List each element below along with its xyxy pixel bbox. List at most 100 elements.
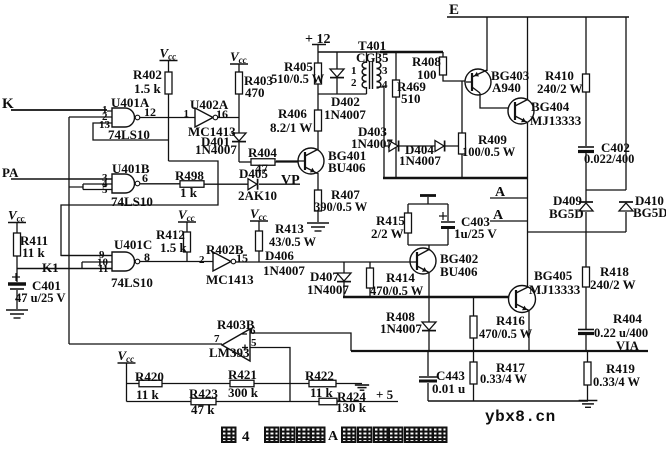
svg-text:ybx8.cn: ybx8.cn <box>485 408 556 426</box>
svg-text:R423: R423 <box>189 386 218 401</box>
svg-text:R422: R422 <box>305 368 334 383</box>
svg-text:510: 510 <box>401 91 421 106</box>
svg-text:0.01 u: 0.01 u <box>432 381 465 396</box>
svg-text:MJ13333: MJ13333 <box>530 113 582 128</box>
svg-text:R402: R402 <box>133 67 162 82</box>
svg-text:510/0.5 W: 510/0.5 W <box>271 72 325 86</box>
svg-text:D405: D405 <box>239 166 268 181</box>
svg-text:6: 6 <box>142 171 148 185</box>
svg-text:11 k: 11 k <box>22 245 46 260</box>
svg-text:1N4007: 1N4007 <box>263 263 305 278</box>
svg-text:U402A: U402A <box>190 97 229 112</box>
svg-text:8: 8 <box>144 250 150 264</box>
svg-text:BG405: BG405 <box>534 268 573 283</box>
svg-text:BG5D: BG5D <box>633 205 666 220</box>
svg-text:C402: C402 <box>601 140 630 155</box>
svg-text:R408: R408 <box>412 54 441 69</box>
svg-text:R406: R406 <box>278 106 307 121</box>
svg-text:300 k: 300 k <box>228 385 259 400</box>
svg-text:R407: R407 <box>331 187 360 202</box>
svg-text:1N4007: 1N4007 <box>351 136 393 151</box>
svg-text:A: A <box>493 208 504 223</box>
svg-text:R403B: R403B <box>217 317 255 332</box>
svg-text:R469: R469 <box>397 79 426 94</box>
svg-text:74LS10: 74LS10 <box>108 127 150 142</box>
svg-text:CG35: CG35 <box>356 50 389 65</box>
svg-text:1.5 k: 1.5 k <box>134 81 162 96</box>
svg-text:R404: R404 <box>613 311 642 326</box>
svg-text:U401C: U401C <box>114 237 152 252</box>
svg-text:A940: A940 <box>492 80 521 95</box>
svg-text:3: 3 <box>382 65 388 77</box>
svg-text:47 u/25 V: 47 u/25 V <box>15 291 65 305</box>
svg-text:E: E <box>449 2 459 18</box>
svg-text:10: 10 <box>97 257 109 269</box>
svg-text:1: 1 <box>102 104 108 116</box>
svg-text:Vcc: Vcc <box>8 208 25 224</box>
svg-text:R421: R421 <box>228 367 257 382</box>
svg-text:130 k: 130 k <box>336 400 367 415</box>
svg-text:R417: R417 <box>496 360 525 375</box>
svg-text:R411: R411 <box>20 233 48 248</box>
svg-text:C443: C443 <box>436 368 465 383</box>
svg-text:390/0.5 W: 390/0.5 W <box>314 200 368 214</box>
svg-text:VIA: VIA <box>616 339 639 353</box>
svg-text:R424: R424 <box>337 389 366 404</box>
svg-text:4: 4 <box>102 178 108 190</box>
svg-text:470: 470 <box>245 85 265 100</box>
svg-text:1: 1 <box>351 65 357 77</box>
svg-text:MC1413: MC1413 <box>206 272 254 287</box>
svg-text:1N4007: 1N4007 <box>399 153 441 168</box>
svg-text:Vcc: Vcc <box>118 348 135 364</box>
svg-text:4: 4 <box>242 429 250 445</box>
svg-text:11: 11 <box>98 263 108 275</box>
svg-text:D403: D403 <box>358 124 387 139</box>
svg-text:R498: R498 <box>175 168 204 183</box>
svg-text:Vcc: Vcc <box>160 46 177 62</box>
svg-text:R415: R415 <box>376 213 405 228</box>
svg-text:BG403: BG403 <box>491 68 530 83</box>
svg-text:2/2 W: 2/2 W <box>371 226 404 241</box>
svg-text:R414: R414 <box>386 270 415 285</box>
svg-text:11 k: 11 k <box>310 385 334 400</box>
svg-text:8.2/1 W: 8.2/1 W <box>270 120 312 135</box>
svg-text:2: 2 <box>102 111 108 123</box>
svg-text:1N4007: 1N4007 <box>307 282 349 297</box>
svg-text:K1: K1 <box>42 260 59 275</box>
svg-text:1 k: 1 k <box>180 185 198 200</box>
svg-text:R420: R420 <box>135 369 164 384</box>
svg-text:T401: T401 <box>358 38 386 53</box>
svg-text:R408: R408 <box>386 309 415 324</box>
svg-text:D401: D401 <box>201 134 230 149</box>
svg-text:D410: D410 <box>635 193 664 208</box>
svg-text:74LS10: 74LS10 <box>111 194 153 209</box>
svg-text:D404: D404 <box>405 142 434 157</box>
svg-text:+ 12: + 12 <box>305 32 330 47</box>
svg-text:R404: R404 <box>248 145 277 160</box>
svg-text:Vcc: Vcc <box>250 206 267 222</box>
svg-text:MJ13333: MJ13333 <box>529 282 581 297</box>
svg-text:9: 9 <box>99 249 105 261</box>
svg-text:1: 1 <box>184 108 190 120</box>
svg-text:U401A: U401A <box>111 95 150 110</box>
svg-text:VP: VP <box>281 173 300 188</box>
svg-text:R412: R412 <box>156 227 185 242</box>
svg-text:16: 16 <box>216 107 228 121</box>
svg-text:2: 2 <box>351 77 357 89</box>
svg-text:R419: R419 <box>606 361 635 376</box>
svg-text:D402: D402 <box>331 94 360 109</box>
svg-text:A: A <box>495 185 506 200</box>
svg-text:3: 3 <box>102 172 108 184</box>
svg-text:0.022/400: 0.022/400 <box>584 152 634 166</box>
svg-text:BG401: BG401 <box>328 148 366 163</box>
svg-text:1N4007: 1N4007 <box>324 107 366 122</box>
svg-text:13: 13 <box>99 119 111 131</box>
svg-text:74LS10: 74LS10 <box>111 275 153 290</box>
svg-text:A: A <box>328 429 339 444</box>
svg-text:5: 5 <box>102 184 108 196</box>
svg-text:15: 15 <box>236 251 248 265</box>
svg-text:D407: D407 <box>310 269 339 284</box>
svg-text:470/0.5 W: 470/0.5 W <box>370 284 424 298</box>
svg-text:BG5D: BG5D <box>549 206 584 221</box>
svg-text:2: 2 <box>199 254 205 266</box>
